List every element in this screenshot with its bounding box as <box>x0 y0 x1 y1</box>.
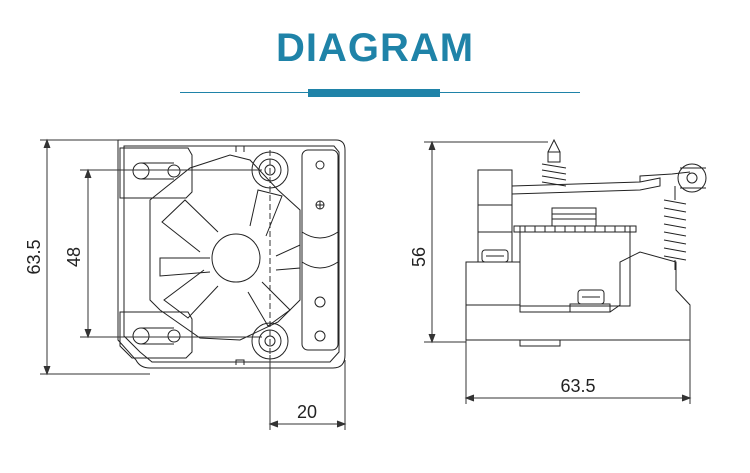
side-reset-knob <box>677 163 707 193</box>
dim-label-overall-height: 63.5 <box>24 239 44 274</box>
page-title: DIAGRAM <box>275 26 475 70</box>
front-left-top-ear <box>119 147 193 199</box>
header: DIAGRAM <box>0 0 750 110</box>
dim-label-bottom-width: 20 <box>297 402 317 422</box>
front-view <box>117 139 346 369</box>
side-left-terminal-block <box>477 169 513 263</box>
side-view <box>465 138 707 347</box>
side-right-spring <box>663 186 687 270</box>
front-left-bottom-ear <box>119 311 193 359</box>
front-right-terminal-strip <box>301 149 339 351</box>
side-top-spring <box>541 138 567 187</box>
front-body-outline <box>117 139 346 369</box>
front-spokes <box>159 189 301 327</box>
front-dimensions <box>40 138 347 430</box>
side-lever-arm <box>511 177 661 195</box>
front-slot-hole <box>167 329 181 343</box>
title-rule-right <box>440 92 580 93</box>
front-center-hub <box>211 233 261 283</box>
front-slot-hole <box>167 164 181 178</box>
side-dimensions <box>424 140 692 404</box>
front-center-plate <box>149 154 301 341</box>
side-coil-housing <box>519 225 631 307</box>
dim-label-side-width: 63.5 <box>560 376 595 396</box>
side-top-disc <box>551 207 597 227</box>
front-slot-hole <box>132 162 150 180</box>
front-body-inner-outline <box>123 145 340 363</box>
dim-label-hole-spacing: 48 <box>64 247 84 267</box>
dim-label-side-height: 56 <box>409 247 429 267</box>
title-rule-left <box>180 92 308 93</box>
front-slot-hole <box>132 327 150 345</box>
title-rule-center <box>308 89 440 97</box>
